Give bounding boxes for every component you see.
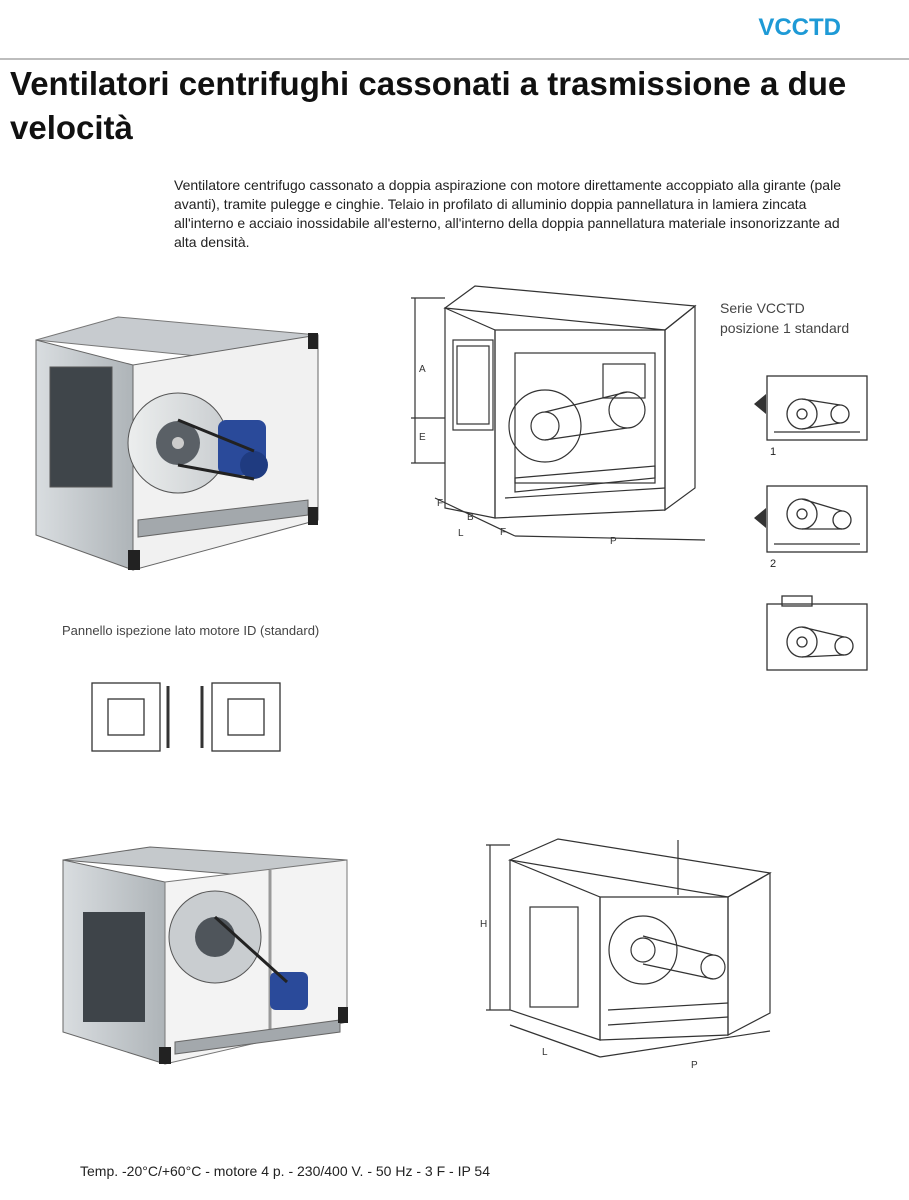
dimension-drawing-bottom: H L P <box>480 838 772 1071</box>
dim-label-a: A <box>419 364 426 375</box>
dim-label-b: B <box>467 512 474 523</box>
dim-label-p-bottom: P <box>691 1060 698 1071</box>
header-divider <box>0 58 909 60</box>
dim-label-l-bottom: L <box>542 1047 548 1058</box>
open-frame-unit-photo <box>62 846 348 1065</box>
product-description: Ventilatore centrifugo cassonato a doppi… <box>174 177 841 250</box>
panel-caption: Pannello ispezione lato motore ID (stand… <box>62 623 320 638</box>
dim-label-h: H <box>480 919 487 930</box>
product-code: VCCTD <box>758 14 841 41</box>
dim-label-l: L <box>458 528 464 539</box>
series-label: Serie VCCTD posizione 1 standard <box>720 298 849 338</box>
dim-label-f2: F <box>500 527 506 538</box>
position-number-2: 2 <box>770 558 777 570</box>
dimension-drawing-top: A E F B L F P <box>411 285 706 547</box>
series-label-line1: Serie VCCTD <box>720 300 805 316</box>
series-label-line2: posizione 1 standard <box>720 320 850 336</box>
position-number-1: 1 <box>770 446 777 458</box>
dim-label-f: F <box>437 498 443 509</box>
page-title: Ventilatori centrifughi cassonati a tras… <box>10 65 847 146</box>
inspection-panel-diagram <box>91 682 281 752</box>
dim-label-p: P <box>610 536 617 547</box>
specs-footer: Temp. -20°C/+60°C - motore 4 p. - 230/40… <box>80 1163 490 1179</box>
dim-label-e: E <box>419 432 426 443</box>
position-diagrams <box>754 375 868 671</box>
fan-unit-photo <box>35 316 319 571</box>
